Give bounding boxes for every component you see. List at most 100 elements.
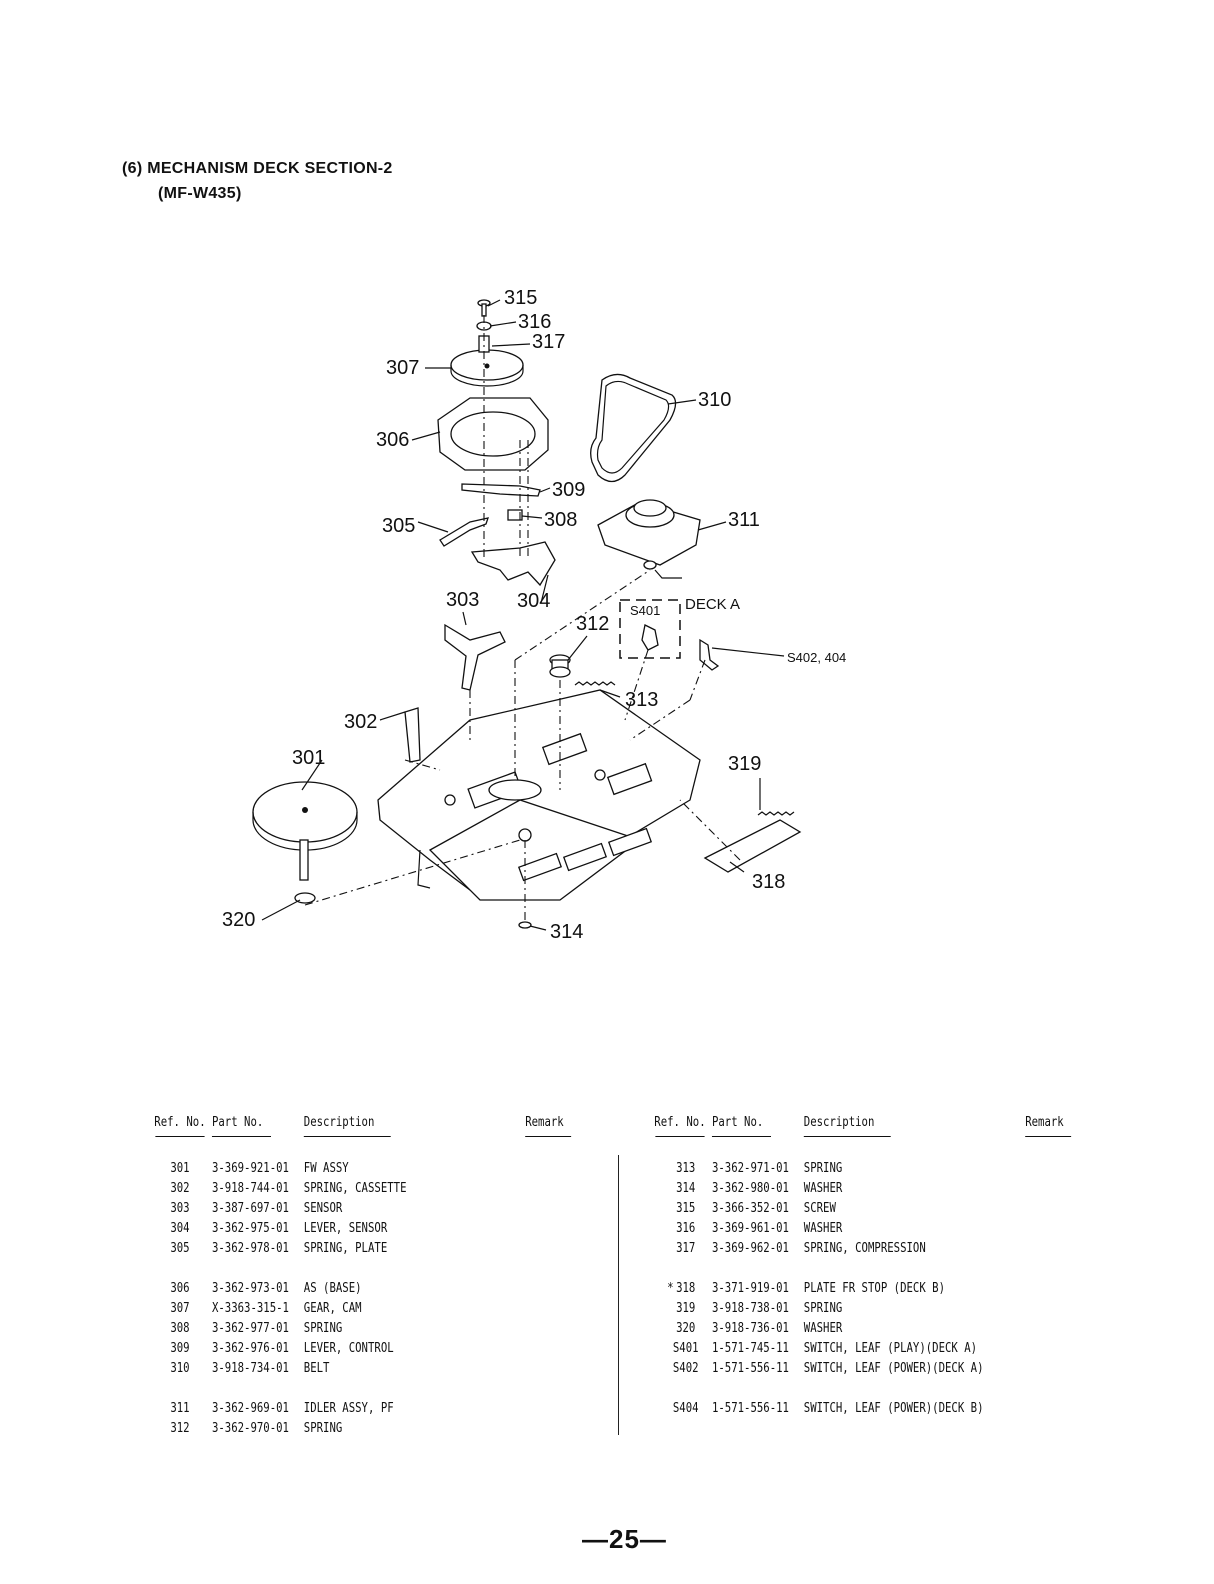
ref-no: 303 xyxy=(170,1201,190,1216)
callout-311: 311 xyxy=(728,509,760,531)
part-310-belt xyxy=(590,373,677,483)
description: LEVER, SENSOR xyxy=(303,1221,388,1236)
description: PLATE FR STOP (DECK B) xyxy=(803,1281,945,1296)
part-315-317-screw-stack xyxy=(476,299,492,353)
description: SPRING, PLATE xyxy=(303,1241,388,1256)
part-no: 3-362-969-01 xyxy=(211,1401,289,1416)
ref-no: 319 xyxy=(676,1301,696,1316)
section-title: (6) MECHANISM DECK SECTION-2 xyxy=(122,160,393,177)
ref-no: 315 xyxy=(676,1201,696,1216)
part-no: 3-366-352-01 xyxy=(711,1201,789,1216)
table-row: 315 3-366-352-01 SCREW xyxy=(648,1199,1074,1219)
assembly-guide-lines xyxy=(304,315,741,920)
header-part-no: Part No. xyxy=(211,1115,264,1130)
callout-s401: S401 xyxy=(630,603,660,618)
ref-no: 306 xyxy=(170,1281,190,1296)
ref-no: 302 xyxy=(170,1181,190,1196)
part-no: X-3363-315-1 xyxy=(211,1301,289,1316)
model-number: (MF-W435) xyxy=(158,185,242,202)
description: FW ASSY xyxy=(303,1161,349,1176)
parts-table-left: Ref. No. Part No. Description Remark 301… xyxy=(148,1115,574,1439)
ref-no: 304 xyxy=(170,1221,190,1236)
callout-318: 318 xyxy=(752,871,785,893)
ref-no: 318 xyxy=(676,1281,696,1296)
header-ref-no: Ref. No. xyxy=(654,1115,706,1130)
description: WASHER xyxy=(803,1321,843,1336)
part-no: 3-387-697-01 xyxy=(211,1201,289,1216)
description: AS (BASE) xyxy=(303,1281,362,1296)
new-part-mark: * xyxy=(667,1281,674,1296)
callout-317: 317 xyxy=(532,331,565,353)
table-row: *318 3-371-919-01 PLATE FR STOP (DECK B) xyxy=(648,1279,1074,1299)
description: LEVER, CONTROL xyxy=(303,1341,394,1356)
header-remark: Remark xyxy=(525,1115,564,1130)
part-no: 3-362-975-01 xyxy=(211,1221,289,1236)
table-row: 317 3-369-962-01 SPRING, COMPRESSION xyxy=(648,1239,1074,1259)
part-no: 3-918-736-01 xyxy=(711,1321,789,1336)
ref-no: 311 xyxy=(170,1401,190,1416)
table-divider xyxy=(618,1155,619,1435)
description: SPRING, CASSETTE xyxy=(303,1181,407,1196)
part-no: 3-362-980-01 xyxy=(711,1181,789,1196)
part-318-plate-fr-stop xyxy=(703,819,802,873)
part-no: 3-369-962-01 xyxy=(711,1241,789,1256)
header-remark: Remark xyxy=(1025,1115,1064,1130)
part-no: 3-918-738-01 xyxy=(711,1301,789,1316)
part-302-spring xyxy=(404,707,421,763)
callout-312: 312 xyxy=(576,613,609,635)
table-row: 303 3-387-697-01 SENSOR xyxy=(148,1199,574,1219)
callout-309: 309 xyxy=(552,479,585,501)
ref-no: 312 xyxy=(170,1421,190,1436)
part-305-spring-plate xyxy=(439,517,489,547)
parts-table-right: Ref. No. Part No. Description Remark 313… xyxy=(648,1115,1074,1419)
callout-303: 303 xyxy=(446,589,479,611)
callout-306: 306 xyxy=(376,429,409,451)
description: SENSOR xyxy=(303,1201,343,1216)
part-304-lever-sensor xyxy=(470,541,556,587)
switch-s401 xyxy=(641,624,659,651)
part-311-idler-assy xyxy=(597,499,701,570)
description: BELT xyxy=(303,1361,330,1376)
table-row: 311 3-362-969-01 IDLER ASSY, PF xyxy=(148,1399,574,1419)
table-header: Ref. No. Part No. Description Remark xyxy=(648,1115,1074,1139)
ref-no: 301 xyxy=(170,1161,190,1176)
part-306-base xyxy=(437,397,549,471)
ref-no: S402 xyxy=(672,1361,699,1376)
part-no: 3-918-744-01 xyxy=(211,1181,289,1196)
description: SWITCH, LEAF (PLAY)(DECK A) xyxy=(803,1341,978,1356)
callout-316: 316 xyxy=(518,311,551,333)
part-309-lever-control xyxy=(461,483,541,497)
callout-301: 301 xyxy=(292,747,325,769)
exploded-view-diagram: 315 316 317 307 306 310 309 308 305 311 … xyxy=(222,287,846,943)
ref-no: 316 xyxy=(676,1221,696,1236)
part-no: 3-362-976-01 xyxy=(211,1341,289,1356)
description: SPRING xyxy=(803,1301,843,1316)
part-301-flywheel xyxy=(252,781,358,881)
ref-no: 310 xyxy=(170,1361,190,1376)
callout-s402-404: S402, 404 xyxy=(787,650,846,665)
part-312-spring xyxy=(549,654,571,678)
description: GEAR, CAM xyxy=(303,1301,362,1316)
callout-319: 319 xyxy=(728,753,761,775)
description: SCREW xyxy=(803,1201,836,1216)
description: IDLER ASSY, PF xyxy=(303,1401,394,1416)
description: SPRING, COMPRESSION xyxy=(803,1241,926,1256)
ref-no: 309 xyxy=(170,1341,190,1356)
part-no: 3-371-919-01 xyxy=(711,1281,789,1296)
part-307-gear-cam xyxy=(450,349,524,387)
deck-a-switch-box xyxy=(619,599,681,659)
table-row: 304 3-362-975-01 LEVER, SENSOR xyxy=(148,1219,574,1239)
ref-no: 317 xyxy=(676,1241,696,1256)
ref-no: 313 xyxy=(676,1161,696,1176)
part-no: 1-571-745-11 xyxy=(711,1341,789,1356)
description: WASHER xyxy=(803,1221,843,1236)
